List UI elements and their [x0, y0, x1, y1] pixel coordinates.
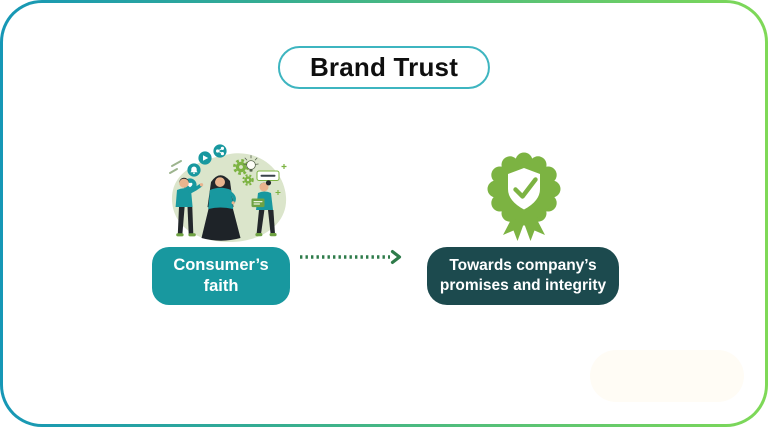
consumers-illustration-icon — [169, 144, 287, 242]
plus-sparkle — [275, 190, 281, 195]
consumers-faith-line2: faith — [203, 277, 239, 295]
plus-sparkle — [281, 164, 287, 169]
badge-checkmark — [513, 177, 538, 199]
consumers-faith-box: Consumer’s faith — [152, 247, 290, 305]
page-title: Brand Trust — [277, 46, 491, 89]
lightbulb-icon — [243, 155, 259, 172]
company-promises-line1: Towards company’s — [449, 257, 597, 275]
company-promises-line2: promises and integrity — [439, 277, 607, 294]
dotted-arrow-icon — [300, 250, 402, 264]
consumers-faith-line1: Consumer’s — [173, 255, 269, 274]
badge-shield — [508, 168, 540, 210]
person-left — [175, 177, 204, 237]
person-right — [251, 180, 281, 237]
share-icon — [213, 144, 227, 158]
watermark-area — [590, 350, 744, 402]
social-icon-bubbles — [183, 144, 227, 192]
page-title-label: Brand Trust — [309, 52, 459, 82]
shield-check-badge-icon — [487, 152, 561, 241]
person-center — [201, 175, 241, 241]
decorative-dashes — [169, 160, 182, 174]
company-promises-box: Towards company’s promises and integrity — [427, 247, 619, 305]
